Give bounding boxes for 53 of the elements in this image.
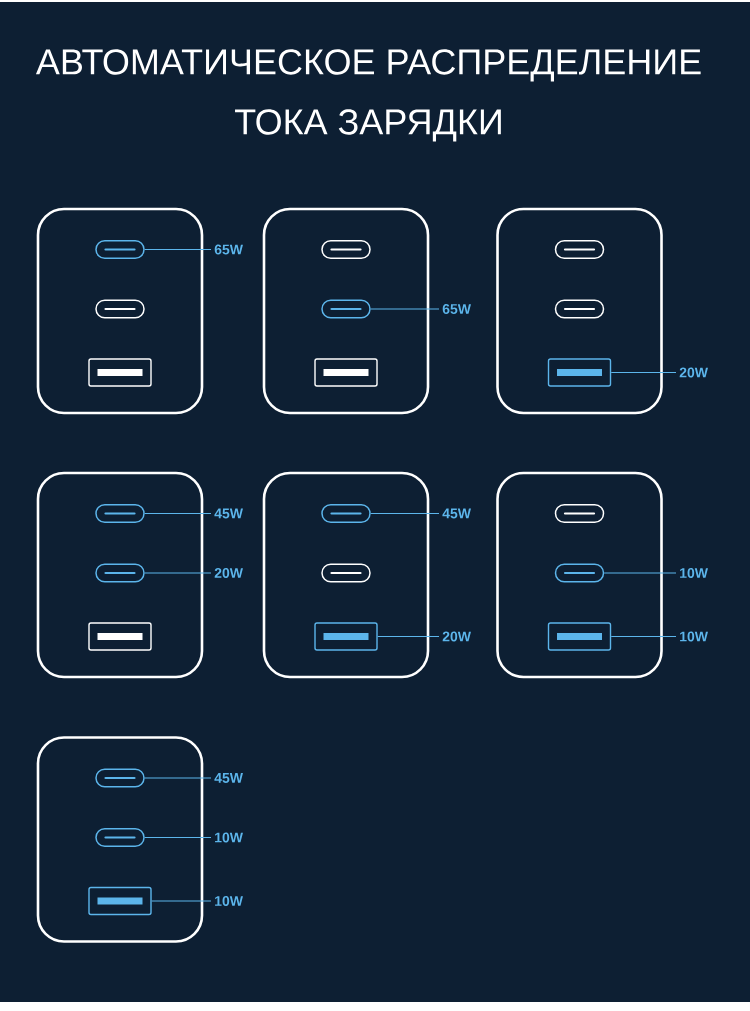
wattage-label: 10W (215, 832, 243, 843)
leader-line (144, 512, 212, 515)
usb-c-port (95, 563, 145, 583)
usb-c-port (95, 299, 145, 319)
charger-outline (496, 471, 663, 679)
leader-line (151, 900, 212, 902)
usb-c-port (95, 768, 145, 788)
leader-line (144, 777, 212, 779)
usb-c-port (554, 563, 605, 583)
charger-outline (262, 471, 430, 679)
usb-a-port (88, 886, 152, 916)
leader-line (144, 572, 212, 574)
leader-line (144, 248, 212, 251)
wattage-label: 10W (215, 896, 243, 906)
leader-line (603, 572, 677, 574)
wattage-label: 10W (680, 631, 708, 642)
wattage-label: 20W (679, 367, 708, 378)
usb-c-port (321, 504, 371, 523)
wattage-label: 20W (214, 568, 243, 578)
leader-line (610, 371, 677, 374)
leader-line (370, 308, 440, 310)
leader-line (377, 635, 440, 638)
charger-outline (36, 471, 204, 679)
wattage-label: 65W (442, 304, 471, 314)
usb-c-port (95, 240, 145, 259)
usb-c-port (95, 828, 145, 847)
wattage-label: 20W (442, 631, 471, 642)
usb-a-port (88, 358, 152, 387)
usb-c-port (321, 240, 371, 259)
leader-line (144, 836, 212, 839)
charger-outline (262, 207, 430, 415)
wattage-label: 45W (214, 508, 243, 519)
usb-c-port (321, 563, 371, 583)
usb-c-port (554, 504, 605, 523)
usb-c-port (554, 240, 605, 259)
usb-a-port (547, 358, 612, 387)
wattage-label: 45W (442, 508, 471, 519)
charger-outline (36, 736, 204, 943)
leader-line (370, 512, 440, 515)
title: АВТОМАТИЧЕСКОЕ РАСПРЕДЕЛЕНИЕ ТОКА ЗАРЯДКИ (35, 49, 701, 142)
charger-outline (496, 207, 663, 415)
wattage-label: 10W (680, 568, 708, 578)
wattage-label: 65W (214, 244, 243, 255)
wattage-label: 45W (214, 773, 243, 783)
usb-a-port (314, 622, 378, 651)
usb-c-port (321, 299, 371, 319)
usb-c-port (554, 299, 605, 319)
usb-c-port (95, 504, 145, 523)
usb-a-port (88, 622, 152, 651)
usb-a-port (314, 358, 378, 387)
usb-a-port (547, 622, 612, 651)
leader-line (610, 635, 677, 638)
charger-outline (36, 207, 204, 415)
